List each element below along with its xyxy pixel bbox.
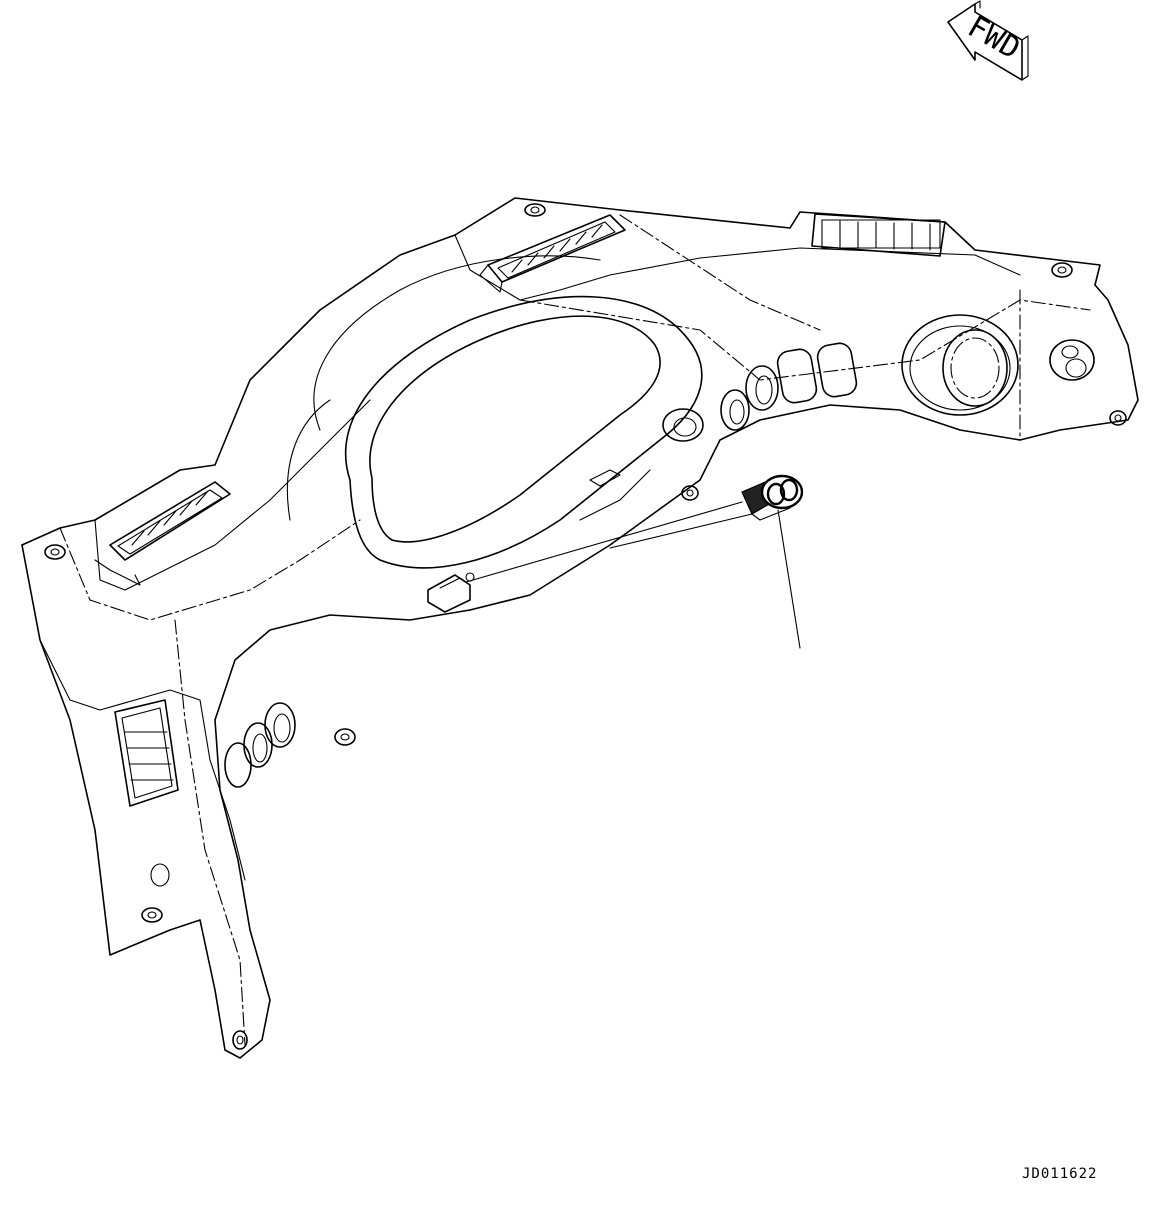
drawing-code-label: JD011622 [1022, 1166, 1098, 1182]
screw-icon [232, 1030, 248, 1050]
right-round-gauge [901, 314, 1019, 416]
top-right-vent [811, 213, 946, 257]
dashboard-outline [21, 197, 1139, 1059]
screw-fasteners [44, 203, 1127, 1050]
top-left-vent [94, 481, 231, 586]
screw-icon [334, 728, 356, 746]
screw-icon [1051, 262, 1073, 278]
hood-connector [427, 572, 475, 613]
left-side-vent [114, 699, 179, 807]
screw-icon [44, 544, 66, 560]
screw-icon [681, 485, 699, 501]
screw-icon [141, 907, 163, 923]
screw-icon [524, 203, 546, 217]
top-center-vent [479, 214, 626, 293]
left-switch-cluster [224, 702, 296, 788]
assembly-lines [465, 501, 801, 649]
fwd-arrow-icon: FWD [947, 0, 1029, 81]
right-switch-cluster [662, 342, 858, 442]
screw-icon [150, 863, 170, 887]
instrument-cluster-hood [286, 255, 703, 569]
right-knob [1049, 339, 1095, 381]
switch-part [741, 474, 804, 521]
screw-icon [1109, 410, 1127, 426]
